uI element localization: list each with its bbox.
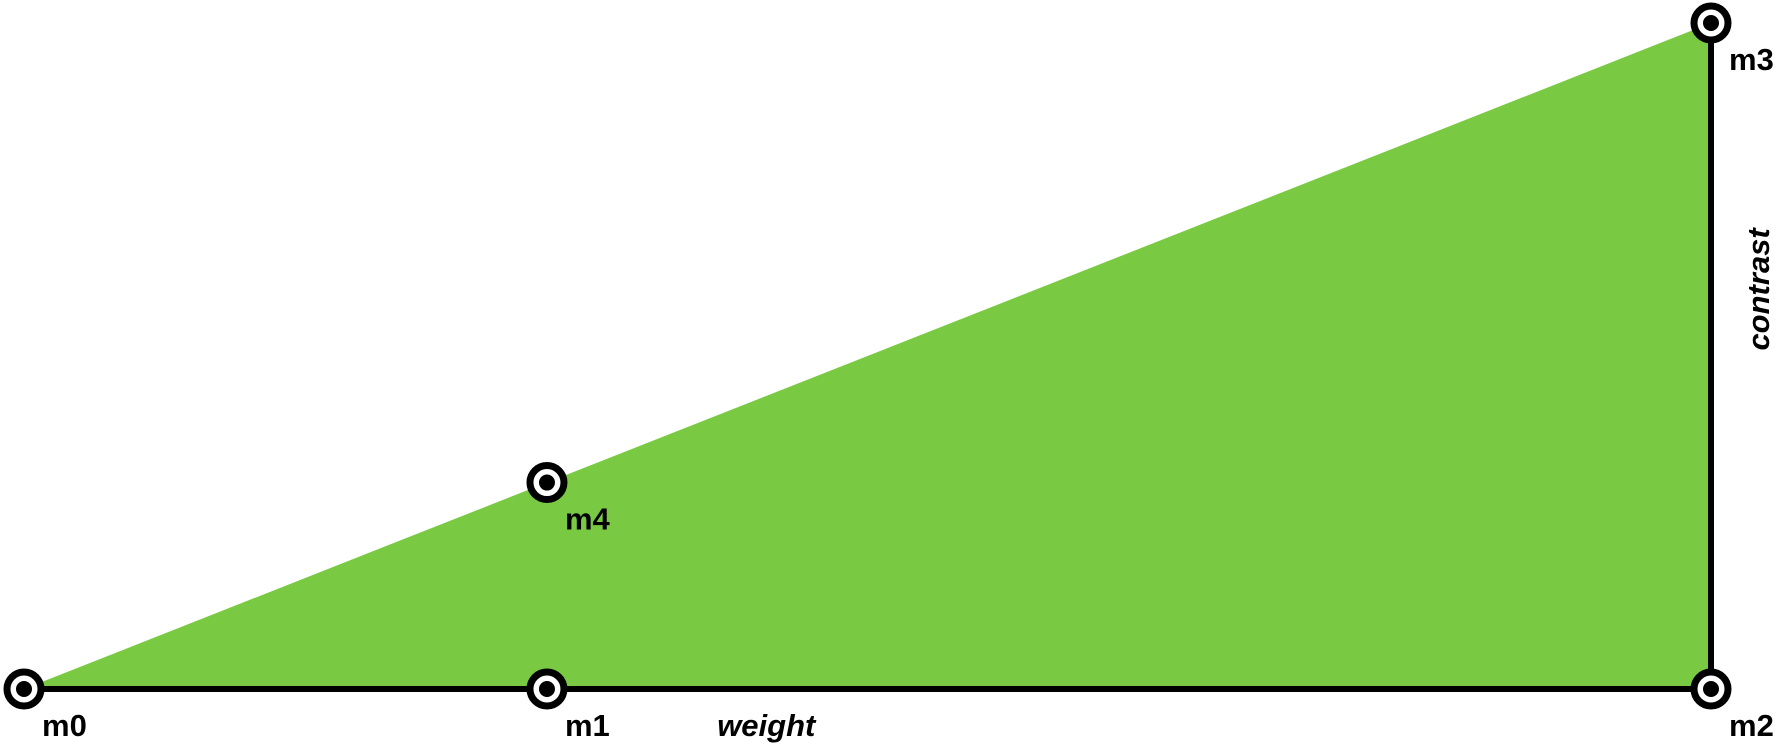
master-dot-m2 — [1703, 681, 1719, 697]
master-dot-m3 — [1703, 15, 1719, 31]
master-label-m4: m4 — [565, 502, 611, 537]
master-dot-m1 — [538, 681, 555, 697]
master-label-m1: m1 — [565, 708, 610, 743]
master-label-m0: m0 — [42, 708, 87, 743]
weight-axis-label: weight — [717, 708, 817, 743]
master-dot-m4 — [538, 474, 555, 491]
master-label-m2: m2 — [1729, 708, 1774, 743]
master-marker-m1: m1 — [526, 668, 610, 743]
master-marker-m2: m2 — [1690, 668, 1774, 743]
master-marker-m0: m0 — [3, 668, 87, 743]
master-label-m3: m3 — [1729, 42, 1774, 77]
master-dot-m0 — [16, 681, 32, 697]
designspace-region — [24, 23, 1711, 689]
master-marker-m3: m3 — [1690, 2, 1774, 77]
master-marker-m4: m4 — [526, 462, 611, 537]
masters-layer: m0 m1 m2 m3 m4 — [3, 2, 1774, 743]
contrast-axis-label: contrast — [1741, 227, 1776, 351]
